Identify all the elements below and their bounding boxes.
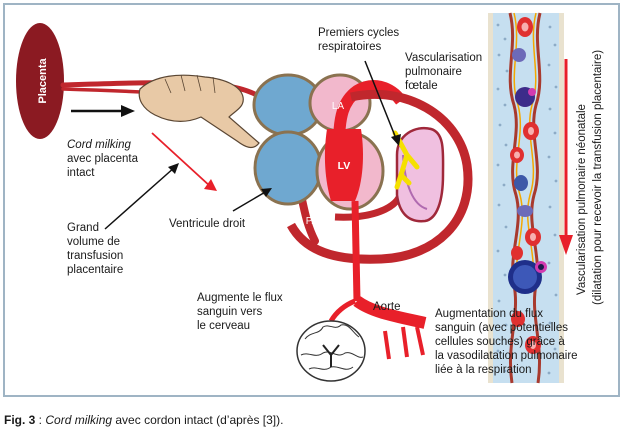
cord-milking-line-3: intact xyxy=(67,167,95,179)
augmentation-line-4: la vasodilatation pulmonaire xyxy=(435,350,578,362)
caption-italic: Cord milking xyxy=(45,413,113,427)
premiers-cycles-label: Premiers cycles respiratoires xyxy=(318,26,399,54)
diagram-panel: Placenta xyxy=(3,3,620,397)
augmentation-line-1: Augmentation du flux xyxy=(435,308,544,320)
cord-milking-line-2: avec placenta xyxy=(67,153,138,165)
vessel-tissue-strip xyxy=(488,12,573,384)
vascularisation-line-1: Vascularisation xyxy=(405,52,483,64)
grand-volume-line-2: volume de xyxy=(67,236,121,248)
grand-volume-line-3: transfusion xyxy=(67,250,124,262)
caption-rest: avec cordon intact (d’après [3]). xyxy=(112,413,284,427)
aorte-label: Aorte xyxy=(373,301,401,313)
placenta: Placenta xyxy=(16,23,64,139)
augmentation-line-3: cellules souches) grâce à xyxy=(435,336,565,348)
lv-label: LV xyxy=(338,160,351,172)
figure-caption: Fig. 3 : Cord milking avec cordon intact… xyxy=(4,413,283,427)
lung xyxy=(392,126,445,223)
grand-volume-line-1: Grand xyxy=(67,222,99,234)
augmente-flux-line-1: Augmente le flux xyxy=(197,292,283,304)
brain xyxy=(296,320,366,382)
ventricule-droit-label: Ventricule droit xyxy=(169,218,246,230)
diagram-svg: Placenta xyxy=(16,12,604,384)
annotation-arrows xyxy=(71,60,401,230)
caption-separator: : xyxy=(35,413,46,427)
augmente-flux-label: Augmente le flux sanguin vers le cerveau xyxy=(197,291,283,333)
vascularisation-line-3: fœtale xyxy=(405,80,438,92)
heart xyxy=(252,73,406,211)
pulmonary-loop xyxy=(287,89,473,360)
la-label: LA xyxy=(332,101,345,112)
caption-fig-number: Fig. 3 xyxy=(4,413,36,427)
vascularisation-foetale-label: Vascularisation pulmonaire fœtale xyxy=(405,51,482,93)
premiers-cycles-line-1: Premiers cycles xyxy=(318,27,400,39)
augmentation-line-5: liée à la respiration xyxy=(435,364,532,376)
cord-milking-line-1: Cord milking xyxy=(67,139,131,151)
grand-volume-line-4: placentaire xyxy=(67,264,124,276)
augmentation-line-2: sanguin (avec potentielles xyxy=(435,322,568,334)
augmente-flux-line-3: le cerveau xyxy=(197,320,251,332)
pa-label: PA xyxy=(306,216,319,227)
grand-volume-label: Grand volume de transfusion placentaire xyxy=(67,221,123,277)
vascularisation-line-2: pulmonaire xyxy=(405,66,462,78)
hand-illustration xyxy=(138,74,260,149)
cord-milking-label: Cord milking avec placenta intact xyxy=(67,138,138,180)
augmente-flux-line-2: sanguin vers xyxy=(197,306,263,318)
vertical-label-neonatal: Vascularisation pulmonaire néonatale xyxy=(576,104,588,295)
augmentation-flux-label: Augmentation du flux sanguin (avec poten… xyxy=(435,307,578,377)
placenta-label: Placenta xyxy=(37,57,49,103)
vertical-label-dilatation: (dilatation pour recevoir la transfusion… xyxy=(592,50,604,305)
blood-cells xyxy=(508,17,547,354)
premiers-cycles-line-2: respiratoires xyxy=(318,41,382,53)
